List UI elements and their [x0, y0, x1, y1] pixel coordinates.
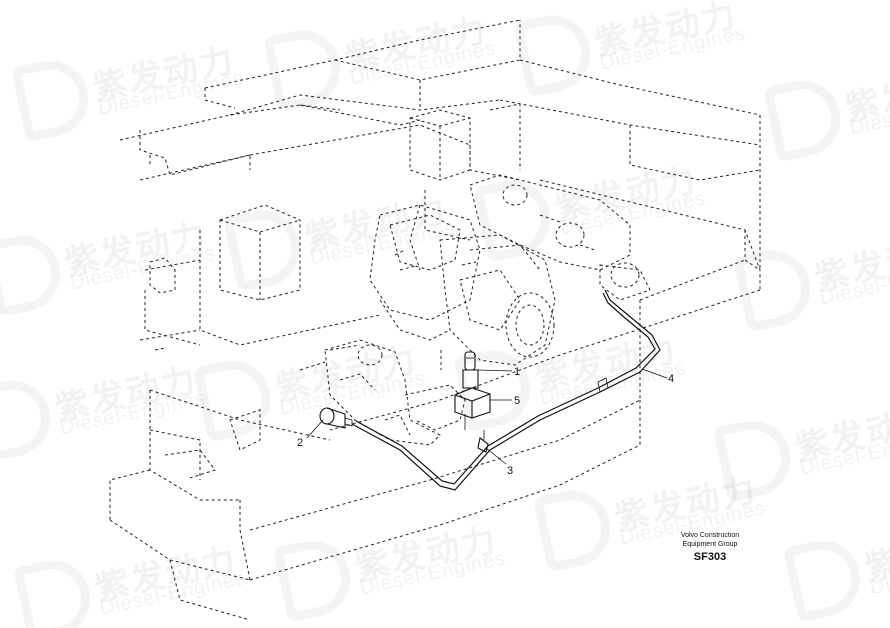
callout-3: 3 [507, 465, 513, 477]
chassis-frame [109, 19, 761, 621]
part-1-switch [440, 350, 479, 389]
callout-4: 4 [668, 373, 674, 385]
part-5-bracket [454, 387, 491, 430]
caption-company: Volvo Construction [680, 532, 740, 539]
drawing-code: SF303 [693, 551, 727, 563]
caption-group: Equipment Group [682, 541, 738, 548]
part-4-hose [351, 289, 661, 491]
callout-2: 2 [297, 437, 303, 449]
callout-1: 1 [514, 366, 520, 378]
drawing-caption: Volvo Construction Equipment Group SF303 [655, 531, 765, 563]
callout-leaders [306, 368, 668, 465]
part-2-sensor [319, 407, 353, 429]
hydraulic-pump [369, 204, 556, 366]
valve-assembly-right [469, 174, 651, 301]
callout-5: 5 [514, 395, 520, 407]
part-3-clamp [477, 430, 489, 453]
valve-block-left [299, 339, 466, 446]
